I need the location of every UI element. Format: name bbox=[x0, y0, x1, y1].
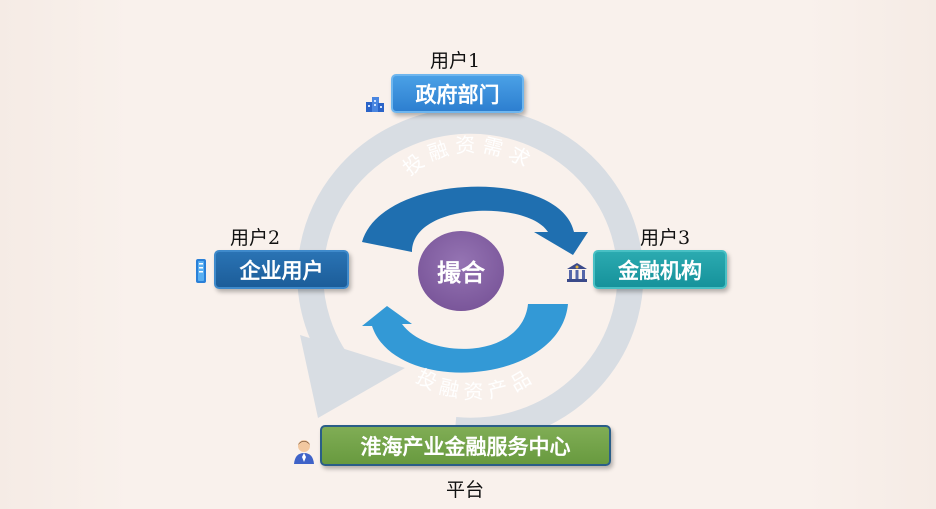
document-stack-icon bbox=[196, 259, 206, 283]
center-circle bbox=[418, 231, 504, 311]
person-icon bbox=[294, 440, 314, 464]
user3-label: 用户3 bbox=[640, 227, 691, 249]
bottom-cycle-arrow bbox=[362, 304, 568, 373]
user2-label: 用户2 bbox=[230, 227, 281, 249]
platform-label: 平台 bbox=[446, 479, 485, 501]
financial-node[interactable]: 金融机构 bbox=[593, 250, 727, 289]
user1-label: 用户1 bbox=[430, 50, 481, 72]
building-icon bbox=[366, 97, 384, 112]
background-left-shade bbox=[0, 0, 130, 509]
center-label: 撮合 bbox=[437, 258, 486, 287]
enterprise-node[interactable]: 企业用户 bbox=[214, 250, 349, 289]
government-node[interactable]: 政府部门 bbox=[391, 74, 524, 113]
outer-ring-arrowhead bbox=[300, 335, 405, 418]
platform-node[interactable]: 淮海产业金融服务中心 bbox=[320, 425, 611, 466]
background-right-shade bbox=[806, 0, 936, 509]
top-cycle-arrow bbox=[362, 186, 588, 255]
bank-icon bbox=[567, 263, 587, 282]
